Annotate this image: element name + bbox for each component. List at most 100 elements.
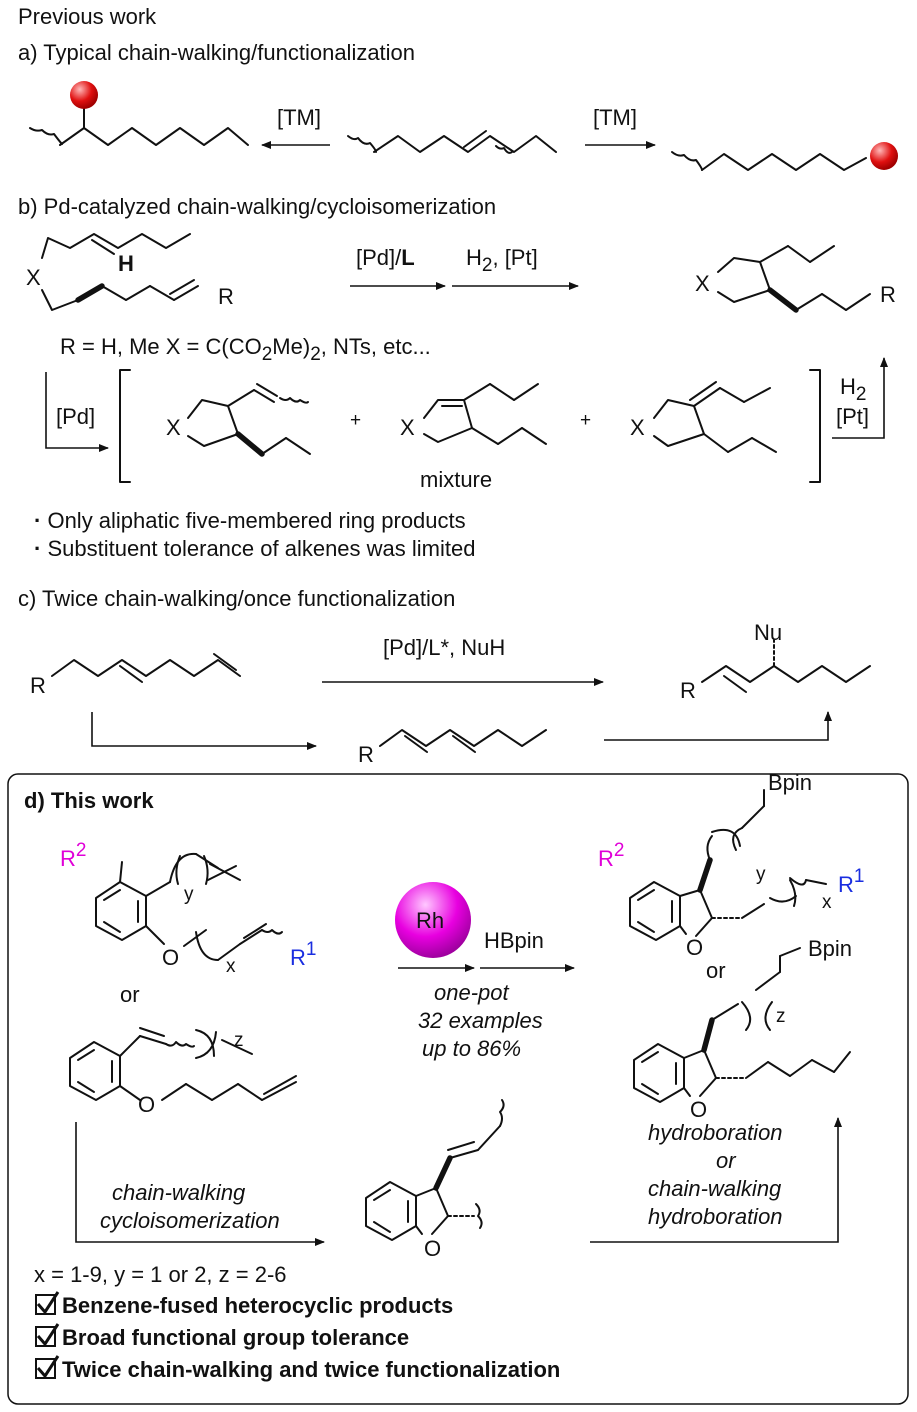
- x-label-product: X: [695, 271, 710, 296]
- hbpin-label: HBpin: [484, 928, 544, 953]
- check-mark-icon: [36, 1291, 60, 1315]
- x-label-iso1: X: [166, 415, 181, 440]
- o-label-intermediate: O: [424, 1236, 441, 1261]
- yield-label: up to 86%: [422, 1036, 521, 1061]
- previous-work-heading: Previous work: [18, 4, 157, 29]
- section-c-product: R Nu: [680, 620, 871, 703]
- arrow-b-pd: [45, 372, 109, 452]
- check-item-3: Twice chain-walking and twice functional…: [35, 1355, 560, 1382]
- or-label-3: or: [716, 1148, 737, 1173]
- plus-2: +: [580, 410, 591, 431]
- r2-label-product: R2: [598, 840, 624, 871]
- functional-group-ball-icon-2: [870, 142, 898, 170]
- r-label-c-product: R: [680, 678, 696, 703]
- o-label-product-2: O: [690, 1097, 707, 1122]
- section-b-title: b) Pd-catalyzed chain-walking/cycloisome…: [18, 194, 496, 219]
- or-label-1: or: [120, 982, 140, 1007]
- check-text-2: Broad functional group tolerance: [62, 1325, 409, 1350]
- cw-label-2: cycloisomerization: [100, 1208, 280, 1233]
- c-conditions: [Pd]/L*, NuH: [383, 635, 505, 660]
- section-a-substrate: [347, 130, 557, 154]
- arrow-d-lower-left: [75, 1122, 325, 1246]
- mixture-label: mixture: [420, 467, 492, 492]
- or-label-2: or: [706, 958, 726, 983]
- arrow-c-lower-right: [604, 711, 832, 741]
- functional-group-ball-icon: [70, 81, 98, 109]
- product-1: R2 y x R1 Bpin O: [598, 770, 864, 960]
- bracket-left: [119, 369, 131, 483]
- checkbox-icon: [35, 1358, 56, 1379]
- substrate-1: R2 y O x R1: [60, 840, 316, 977]
- bpin-label-1: Bpin: [768, 770, 812, 795]
- note-2: · Substituent tolerance of alkenes was l…: [34, 536, 475, 561]
- checkbox-icon: [35, 1326, 56, 1347]
- intermediate: O: [365, 1099, 505, 1261]
- this-work-box: [7, 773, 909, 1405]
- h2-pt-label: H2, [Pt]: [466, 245, 538, 276]
- note-1: · Only aliphatic five-membered ring prod…: [34, 508, 466, 533]
- z-label-product: z: [776, 1006, 786, 1027]
- section-c-substrate: R: [30, 653, 241, 698]
- check-mark-icon: [36, 1355, 60, 1379]
- x-sub-label: x: [226, 956, 236, 977]
- section-a-title: a) Typical chain-walking/functionalizati…: [18, 40, 415, 65]
- section-b-product: X R: [695, 245, 896, 313]
- x-label-product: x: [822, 892, 832, 913]
- product-2: Bpin z O: [633, 936, 852, 1122]
- ranges-label: x = 1-9, y = 1 or 2, z = 2-6: [34, 1262, 287, 1287]
- check-item-1: Benzene-fused heterocyclic products: [35, 1291, 453, 1318]
- h2-label: H2: [840, 374, 866, 405]
- examples-label: 32 examples: [418, 1008, 543, 1033]
- o-label-1: O: [162, 945, 179, 970]
- r-label-c2: R: [358, 742, 374, 767]
- o-label-product-1: O: [686, 935, 703, 960]
- one-pot-label: one-pot: [434, 980, 510, 1005]
- arrow-c-lower-left: [91, 712, 317, 750]
- cw-label-1: chain-walking: [112, 1180, 246, 1205]
- pd-l-label: [Pd]/L: [356, 245, 415, 270]
- bpin-label-2: Bpin: [808, 936, 852, 961]
- conditions-text: R = H, Me X = C(CO2Me)2, NTs, etc...: [60, 334, 431, 365]
- z-label: z: [234, 1030, 244, 1051]
- check-text-1: Benzene-fused heterocyclic products: [62, 1293, 453, 1318]
- section-d-title: d) This work: [24, 788, 154, 813]
- chain-walking-label: chain-walking: [648, 1176, 782, 1201]
- y-label-product: y: [756, 864, 766, 885]
- x-label: X: [26, 265, 41, 290]
- section-a-left-product: [29, 81, 249, 146]
- hydroboration-label-1: hydroboration: [648, 1120, 783, 1145]
- r-label-product: R: [880, 282, 896, 307]
- r2-label: R2: [60, 840, 86, 871]
- r1-label-product: R1: [838, 866, 864, 897]
- x-label-iso2: X: [400, 415, 415, 440]
- x-label-iso3: X: [630, 415, 645, 440]
- tm-label-left: [TM]: [277, 105, 321, 130]
- bracket-right: [809, 369, 821, 483]
- o-label-2: O: [138, 1092, 155, 1117]
- rh-catalyst-ball-icon: [395, 882, 471, 958]
- r-label-c1: R: [30, 673, 46, 698]
- check-mark-icon: [36, 1323, 60, 1347]
- section-c-title: c) Twice chain-walking/once functionaliz…: [18, 586, 455, 611]
- section-a-right-product: [671, 142, 898, 171]
- check-text-3: Twice chain-walking and twice functional…: [62, 1357, 560, 1382]
- check-item-2: Broad functional group tolerance: [35, 1323, 409, 1350]
- tm-label-right: [TM]: [593, 105, 637, 130]
- r-label: R: [218, 284, 234, 309]
- checkbox-icon: [35, 1294, 56, 1315]
- section-b-substrate: X H R: [26, 233, 234, 311]
- isomer-1: X: [166, 383, 311, 457]
- arrow-b-h2: [832, 357, 888, 439]
- y-label: y: [184, 884, 194, 905]
- r1-label: R1: [290, 939, 316, 970]
- substrate-2: z O: [69, 1027, 297, 1117]
- nu-label: Nu: [754, 620, 782, 645]
- isomer-3: X: [630, 381, 777, 453]
- checklist: Benzene-fused heterocyclic products Broa…: [35, 1291, 560, 1382]
- arrow-d-lower-right: [590, 1117, 842, 1243]
- h-label: H: [118, 251, 134, 276]
- isomer-2: X: [400, 383, 547, 445]
- rh-label: Rh: [416, 908, 444, 933]
- pd-label: [Pd]: [56, 404, 95, 429]
